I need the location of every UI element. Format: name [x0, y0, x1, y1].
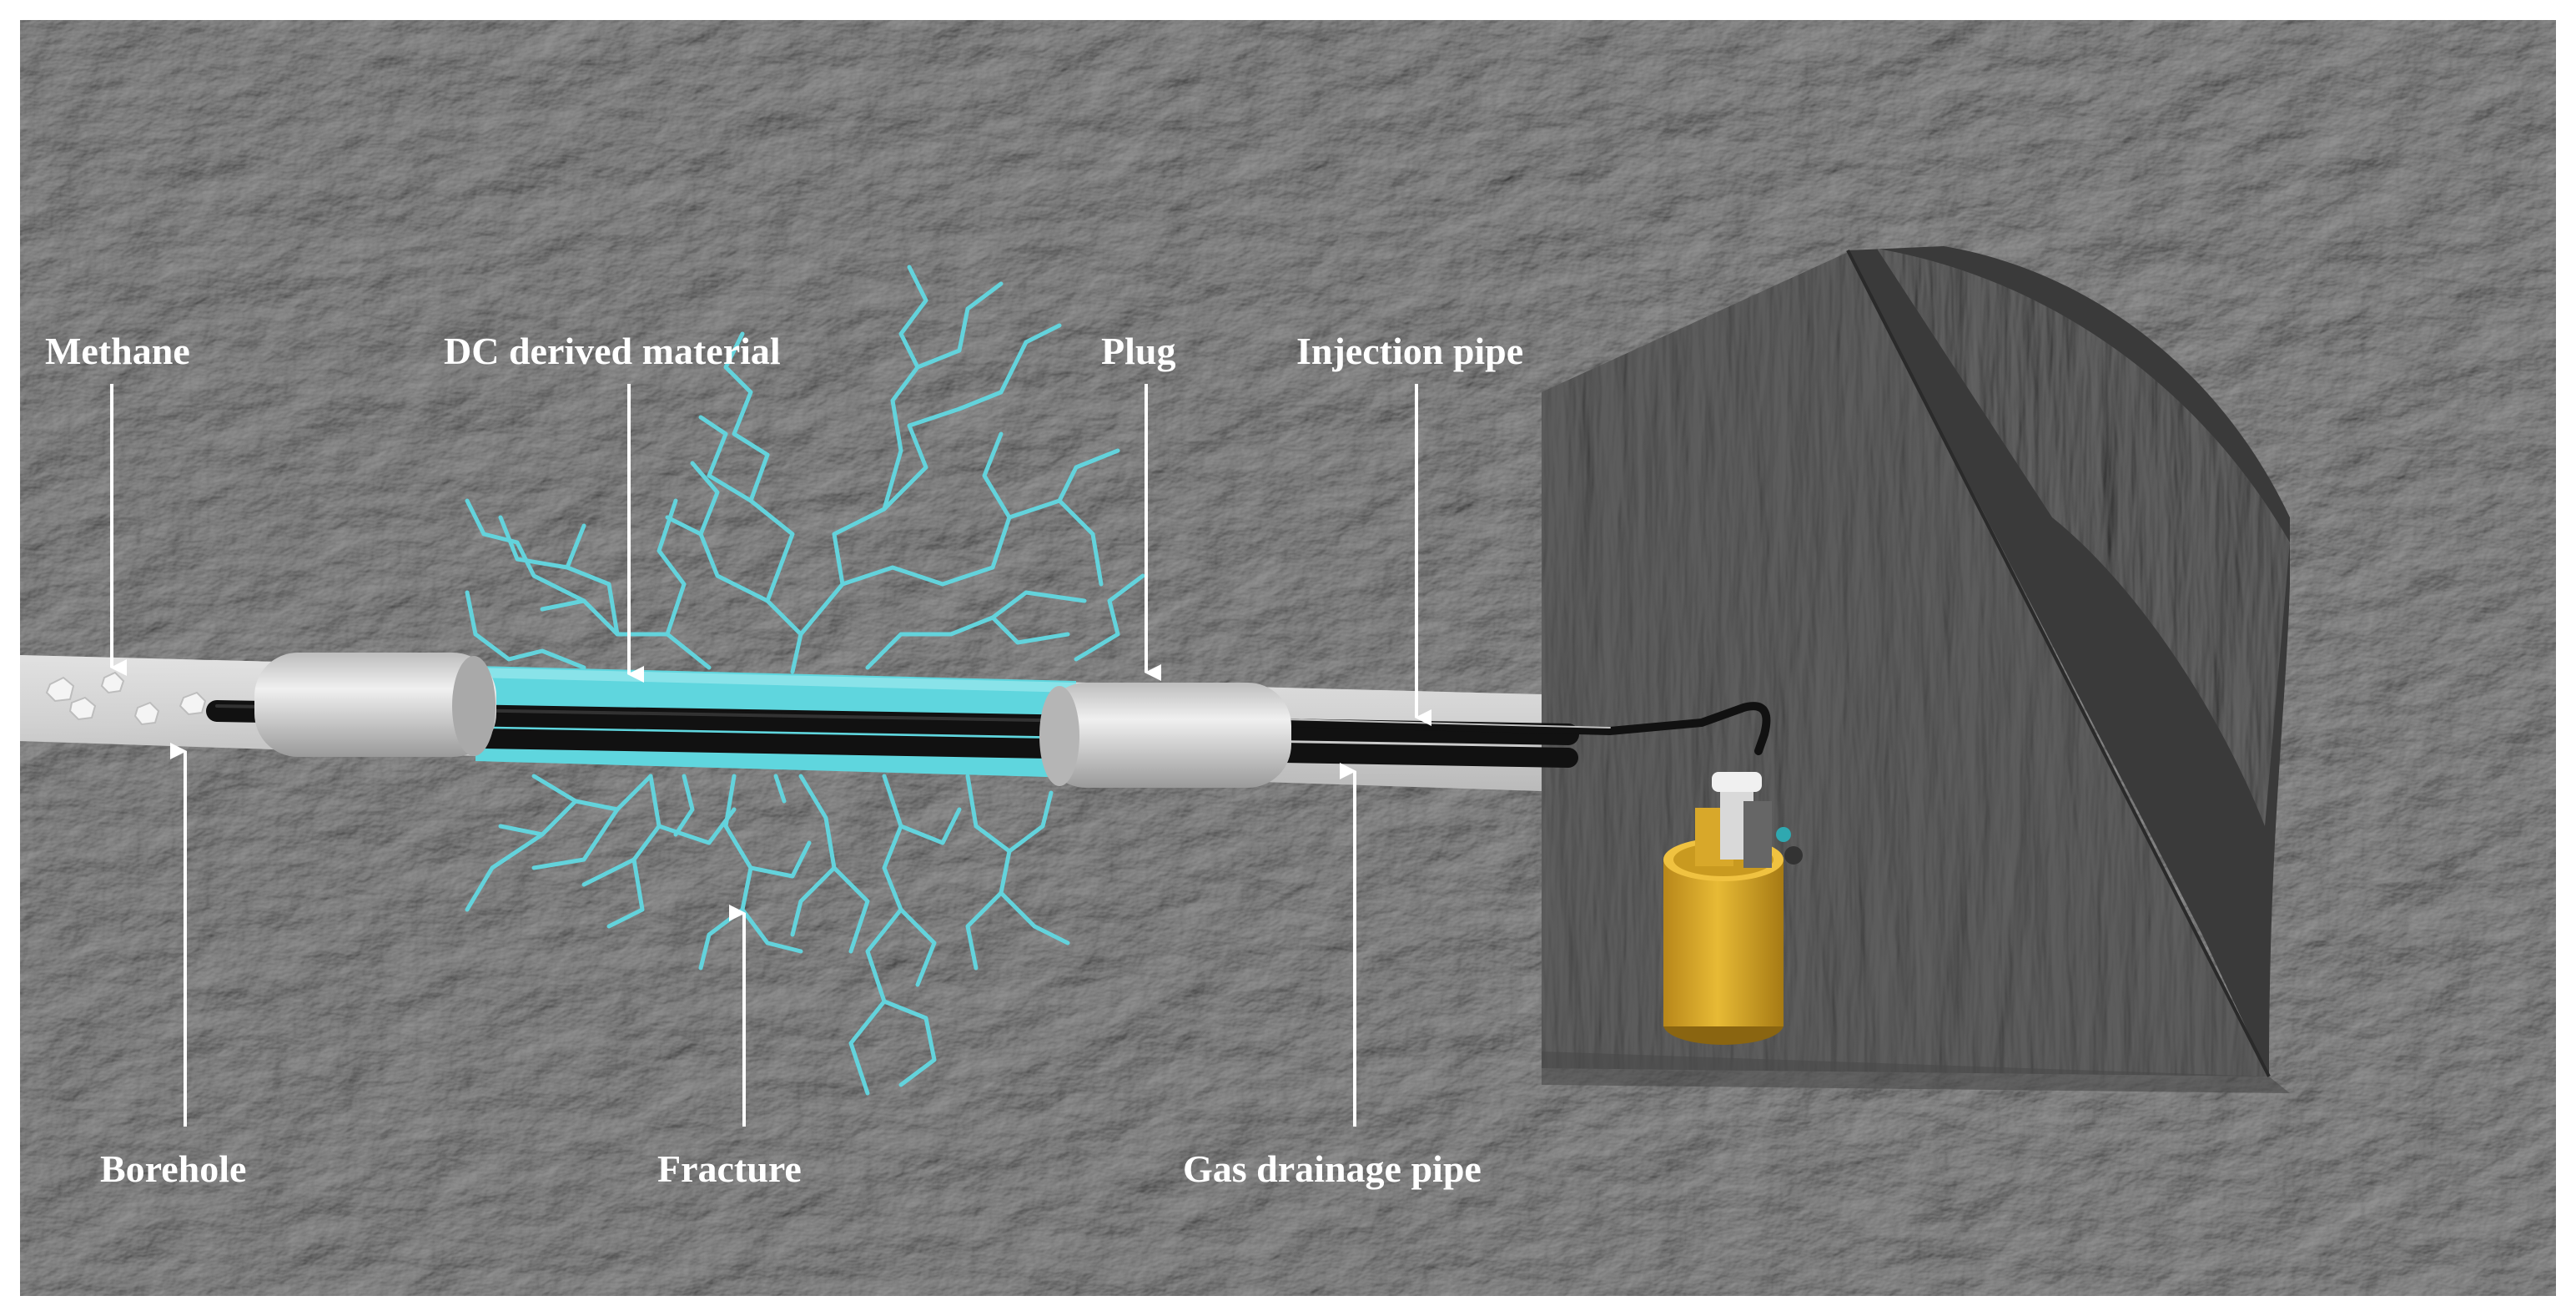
label-injection-pipe: Injection pipe [1296, 330, 1523, 372]
injection-pump [1663, 772, 1803, 1045]
leader-arrows [110, 384, 1431, 1127]
label-plug: Plug [1101, 330, 1175, 372]
plug-right [1039, 683, 1291, 788]
roadway-tunnel [1542, 246, 2290, 1093]
label-methane: Methane [45, 330, 190, 372]
labels: Methane DC derived material Plug Injecti… [45, 330, 1523, 1190]
label-borehole: Borehole [100, 1147, 246, 1190]
label-fracture: Fracture [657, 1147, 802, 1190]
label-dc-derived-material: DC derived material [444, 330, 781, 372]
methane-molecules [45, 671, 207, 726]
fracture-network [465, 265, 1145, 1096]
plug-left [254, 653, 496, 757]
label-gas-drainage-pipe: Gas drainage pipe [1183, 1147, 1482, 1190]
